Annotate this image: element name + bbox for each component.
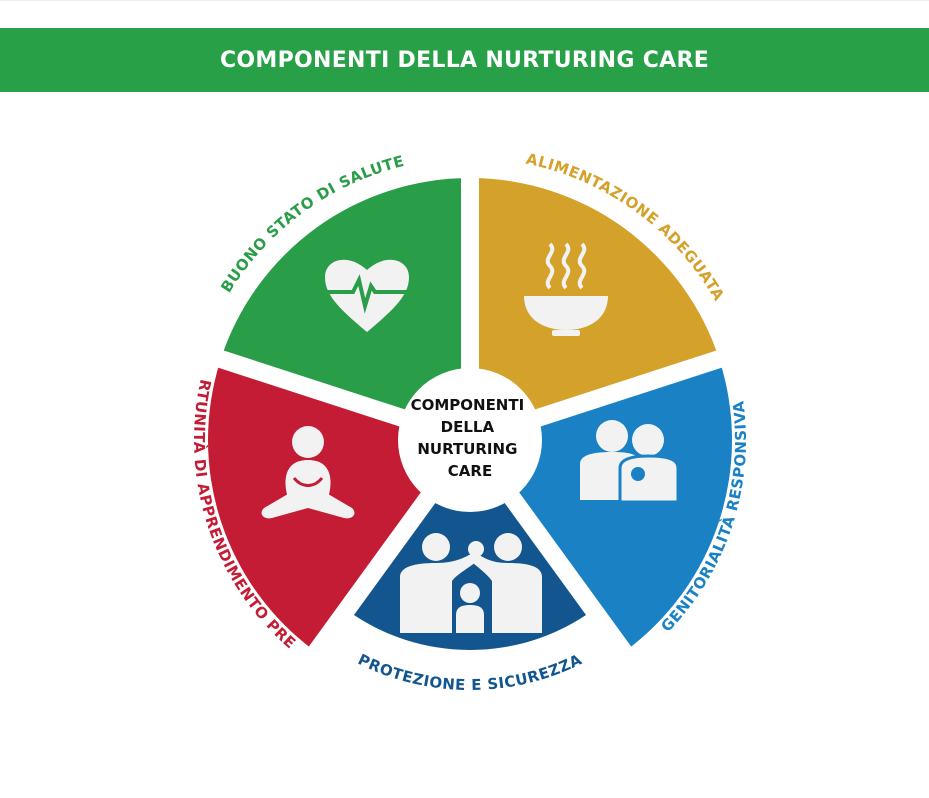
soup-bowl-icon — [524, 242, 608, 336]
header-banner: COMPONENTI DELLA NURTURING CARE — [0, 28, 929, 92]
label-protection: PROTEZIONE E SICUREZZA — [355, 650, 585, 694]
center-title: COMPONENTI DELLA NURTURING CARE — [411, 396, 530, 480]
page-title: COMPONENTI DELLA NURTURING CARE — [219, 47, 710, 73]
heart-pulse-icon — [325, 259, 409, 332]
child-playing-icon — [261, 426, 355, 519]
label-text: PROTEZIONE E SICUREZZA — [355, 650, 584, 694]
top-divider — [0, 0, 929, 1]
center-circle — [398, 368, 542, 512]
parents-with-baby-icon — [580, 420, 680, 504]
family-protection-icon — [400, 533, 542, 633]
